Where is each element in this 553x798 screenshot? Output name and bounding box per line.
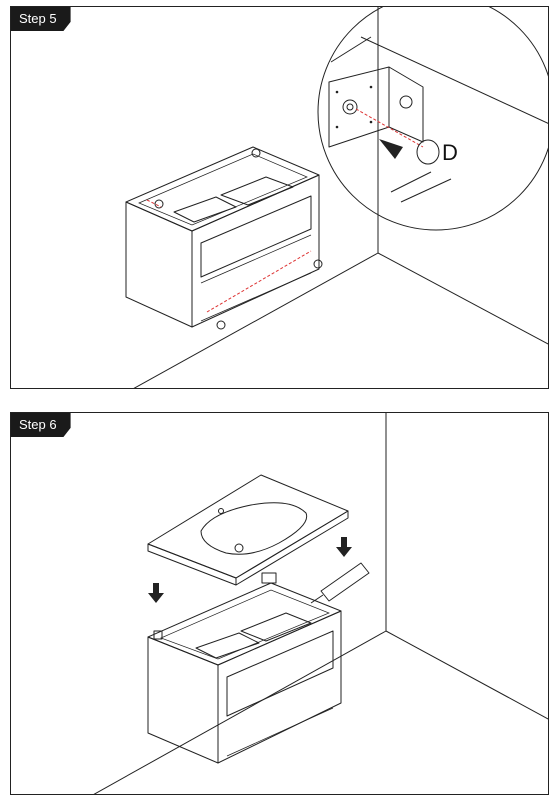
cabinet-step6 [147, 572, 342, 764]
silicone-tube [310, 562, 370, 604]
step-5-illustration: D [125, 7, 548, 388]
cabinet-step5 [125, 146, 323, 330]
step-5-panel: Step 5 [10, 6, 549, 389]
callout-letter: D [442, 140, 458, 165]
arrow-icon [379, 139, 403, 159]
step-6-illustration [93, 413, 548, 794]
detail-callout: D [317, 7, 548, 231]
step-5-label: Step 5 [11, 7, 71, 31]
step-6-panel: Step 6 [10, 412, 549, 795]
wall-floor-right-line [385, 630, 548, 720]
wall-floor-right-line [377, 252, 548, 345]
countertop-basin [147, 474, 349, 586]
down-arrow-icon [148, 583, 164, 603]
wall-floor-left-line [93, 630, 387, 794]
wall-floor-left-line [133, 252, 379, 388]
step-6-label: Step 6 [11, 413, 71, 437]
down-arrow-icon [336, 537, 352, 557]
